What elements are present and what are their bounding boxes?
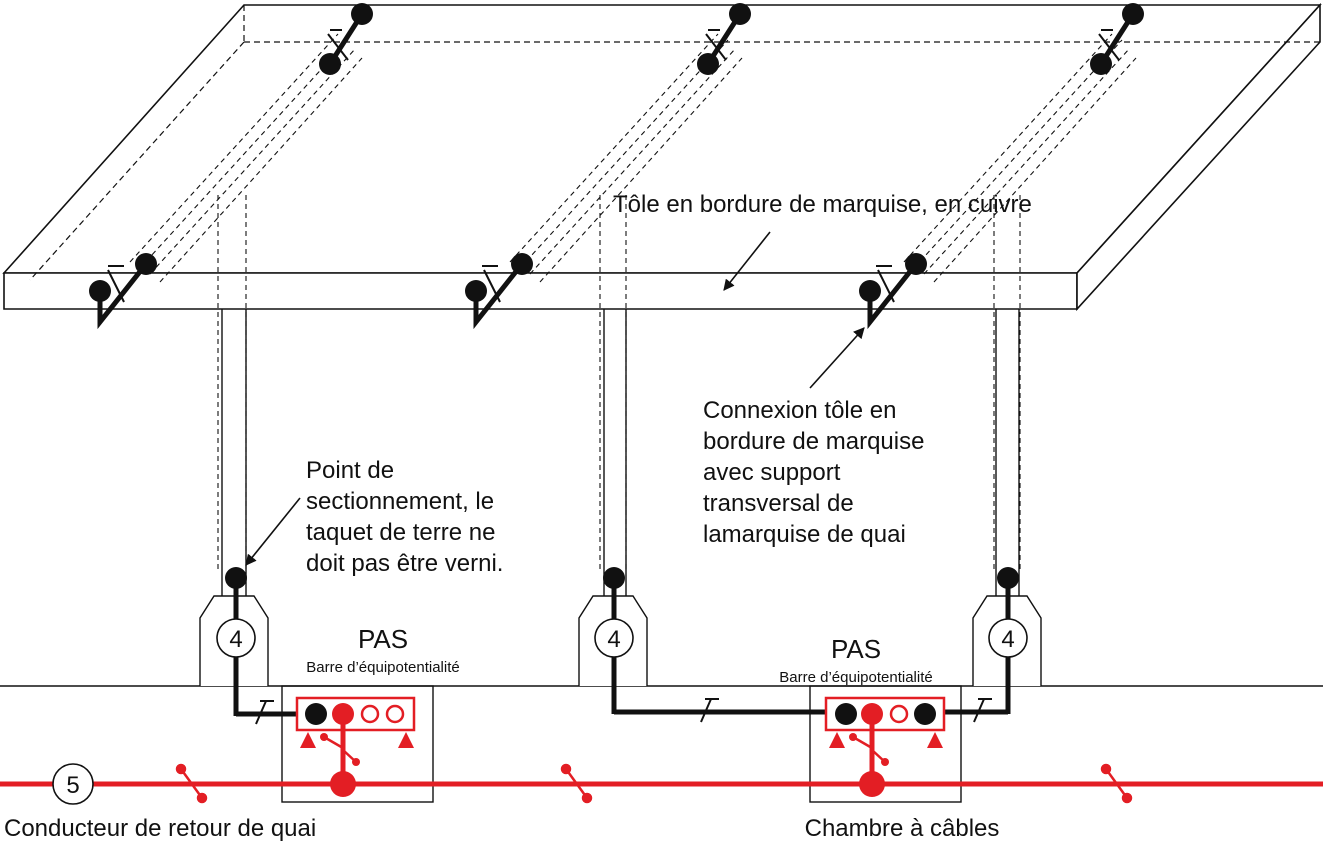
canopy-connection-front-2 — [465, 253, 533, 330]
post-footing-2 — [578, 567, 648, 714]
label-point-line-1: Point de — [306, 457, 394, 484]
equipotential-bar-right — [824, 696, 946, 797]
label-chambre-cables: Chambre à câbles — [805, 815, 1000, 842]
label-connexion-line-3: avec support — [703, 459, 841, 486]
canopy-connection-front-1 — [89, 253, 157, 330]
canopy-connection-back-3 — [1090, 3, 1144, 75]
support-number-3: 4 — [1001, 626, 1014, 653]
label-pas-right: PAS — [831, 634, 881, 664]
canopy-connection-back-2 — [697, 3, 751, 75]
annotation-arrows — [245, 231, 865, 566]
support-number-1: 4 — [229, 626, 242, 653]
post-footing-3 — [972, 567, 1042, 714]
cable-chamber-right — [809, 685, 962, 803]
return-conductor-marker — [52, 763, 94, 805]
label-connexion-line-5: lamarquise de quai — [703, 521, 906, 548]
post-footing-1 — [199, 567, 269, 716]
label-connexion: Connexion tôle en bordure de marquise av… — [703, 397, 931, 548]
support-number-2: 4 — [607, 626, 620, 653]
conductor-disconnect-ticks — [255, 698, 992, 725]
label-connexion-line-1: Connexion tôle en — [703, 397, 896, 424]
label-conducteur-retour: Conducteur de retour de quai — [4, 815, 316, 842]
transverse-supports-hidden — [129, 33, 1137, 570]
canopy-connection-back-1 — [319, 3, 373, 75]
label-tole-bordure: Tôle en bordure de marquise, en cuivre — [613, 191, 1032, 218]
label-barre-left: Barre d’équipotentialité — [306, 659, 459, 676]
canopy-slab — [2, 2, 1322, 312]
label-point-line-4: doit pas être verni. — [306, 550, 503, 577]
label-connexion-line-2: bordure de marquise — [703, 428, 924, 455]
support-posts — [221, 309, 1020, 600]
label-pas-left: PAS — [358, 624, 408, 654]
label-point-line-3: taquet de terre ne — [306, 519, 495, 546]
label-barre-right: Barre d’équipotentialité — [779, 669, 932, 686]
cable-chamber-left — [281, 685, 434, 803]
canopy-hidden-edges — [29, 5, 1320, 281]
return-conductor-links — [175, 763, 1133, 804]
return-number: 5 — [66, 772, 79, 799]
label-point-line-2: sectionnement, le — [306, 488, 494, 515]
label-point-sectionnement: Point de sectionnement, le taquet de ter… — [306, 457, 503, 577]
equipotential-bar-left — [295, 696, 416, 797]
label-connexion-line-4: transversal de — [703, 490, 854, 517]
canopy-connection-front-3 — [859, 253, 927, 330]
